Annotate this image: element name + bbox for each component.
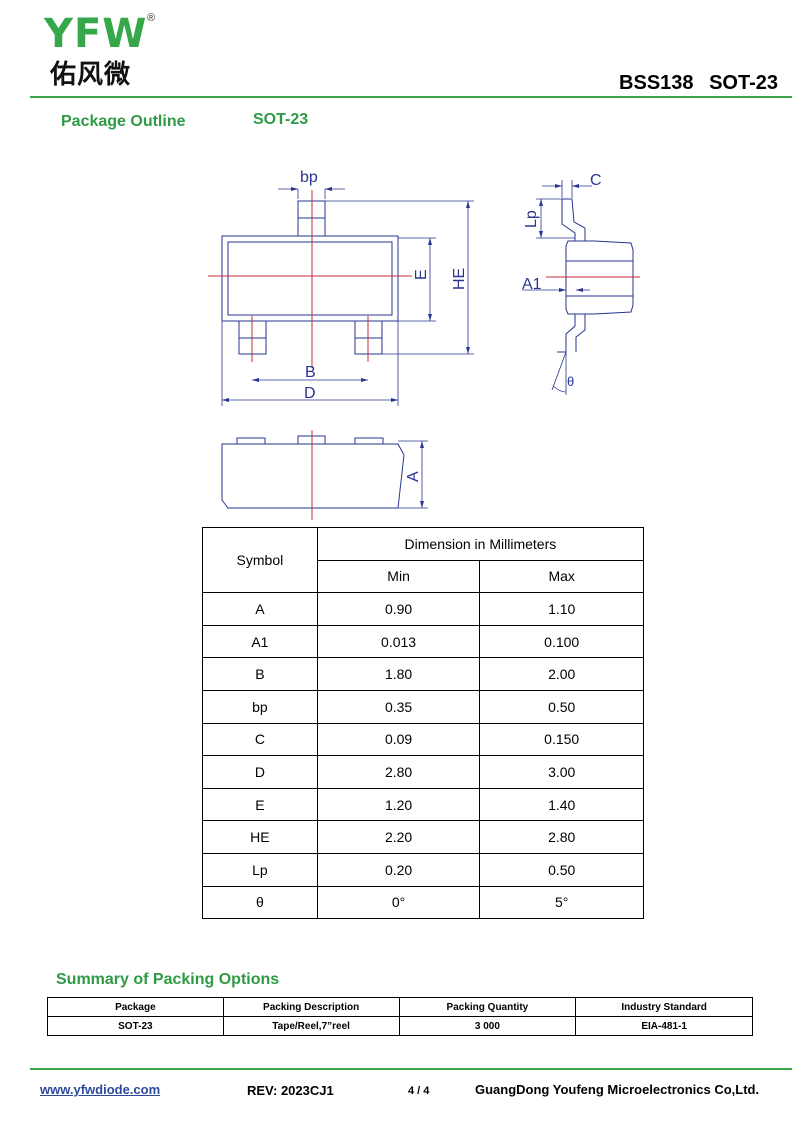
logo-text: YFW [44, 11, 148, 57]
header-package: Package [47, 997, 224, 1017]
cell-packing-description: Tape/Reel,7”reel [222, 1016, 400, 1036]
label-e: E [413, 269, 430, 280]
website-link[interactable]: www.yfwdiode.com [40, 1082, 161, 1097]
dimension-table: Symbol Dimension in Millimeters Min Max … [202, 526, 645, 920]
logo-chinese: 佑风微 [50, 60, 132, 90]
cell-min: 2.20 [316, 820, 481, 854]
revision: REV: 2023CJ1 [247, 1083, 334, 1098]
cell-symbol: C [202, 722, 318, 757]
package-outline-title: Package Outline [61, 113, 186, 130]
label-a: A [405, 471, 422, 482]
label-a1: A1 [522, 276, 542, 293]
cell-min: 0° [316, 885, 481, 920]
cell-max: 0.50 [479, 689, 644, 724]
dimension-header: Dimension in Millimeters [316, 527, 645, 561]
cell-symbol: B [202, 657, 318, 691]
cell-min: 0.013 [316, 624, 481, 659]
cell-max: 0.100 [479, 624, 644, 659]
cell-min: 0.90 [316, 592, 481, 626]
top-view-body [221, 235, 399, 322]
cell-package: SOT-23 [47, 1016, 224, 1036]
label-bp: bp [300, 169, 318, 186]
cell-max: 1.10 [479, 592, 644, 626]
cell-symbol: A1 [202, 624, 318, 659]
packing-header-row: Package Packing Description Packing Quan… [47, 997, 753, 1017]
cell-symbol: HE [202, 820, 318, 854]
cell-min: 1.80 [316, 657, 481, 691]
min-header: Min [316, 559, 481, 594]
symbol-header: Symbol [202, 526, 318, 594]
cell-min: 2.80 [316, 755, 481, 789]
cell-max: 0.150 [479, 722, 644, 757]
registered-mark: ® [147, 12, 156, 24]
company-name: GuangDong Youfeng Microelectronics Co,Lt… [475, 1082, 760, 1097]
header-packing-quantity: Packing Quantity [398, 997, 577, 1017]
table-row: SOT-23 Tape/Reel,7”reel 3 000 EIA-481-1 [47, 1016, 753, 1036]
cell-max: 2.00 [479, 657, 644, 691]
cell-packing-quantity: 3 000 [398, 1016, 577, 1036]
cell-symbol: bp [202, 689, 318, 724]
label-lp: Lp [523, 210, 540, 228]
cell-symbol: A [202, 592, 318, 626]
label-c: C [590, 172, 602, 189]
packing-title: Summary of Packing Options [56, 971, 280, 988]
cell-min: 0.20 [316, 852, 481, 887]
label-he: HE [451, 268, 468, 290]
cell-max: 5° [479, 885, 644, 920]
package-outline-drawing: bp B D C A1 θ E HE Lp A [208, 169, 640, 520]
header-industry-standard: Industry Standard [575, 997, 753, 1017]
max-header: Max [479, 559, 644, 594]
cell-symbol: E [202, 787, 318, 822]
cell-max: 2.80 [479, 820, 644, 854]
label-d: D [304, 385, 316, 402]
cell-max: 0.50 [479, 852, 644, 887]
cell-symbol: D [202, 755, 318, 789]
cell-min: 0.35 [316, 689, 481, 724]
page-number: 4 / 4 [408, 1085, 430, 1097]
page-title: BSS138 SOT-23 [619, 72, 778, 94]
cell-max: 1.40 [479, 787, 644, 822]
cell-min: 0.09 [316, 722, 481, 757]
front-view-body [221, 443, 405, 509]
label-theta: θ [567, 374, 574, 389]
header-packing-description: Packing Description [222, 997, 400, 1017]
cell-symbol: θ [202, 885, 318, 920]
footer-divider [30, 1068, 792, 1070]
label-b: B [305, 364, 316, 381]
header-divider [30, 96, 792, 98]
cell-industry-standard: EIA-481-1 [575, 1016, 753, 1036]
cell-min: 1.20 [316, 787, 481, 822]
cell-symbol: Lp [202, 852, 318, 887]
cell-max: 3.00 [479, 755, 644, 789]
packing-table: Package Packing Description Packing Quan… [47, 997, 753, 1036]
package-name: SOT-23 [253, 111, 309, 128]
